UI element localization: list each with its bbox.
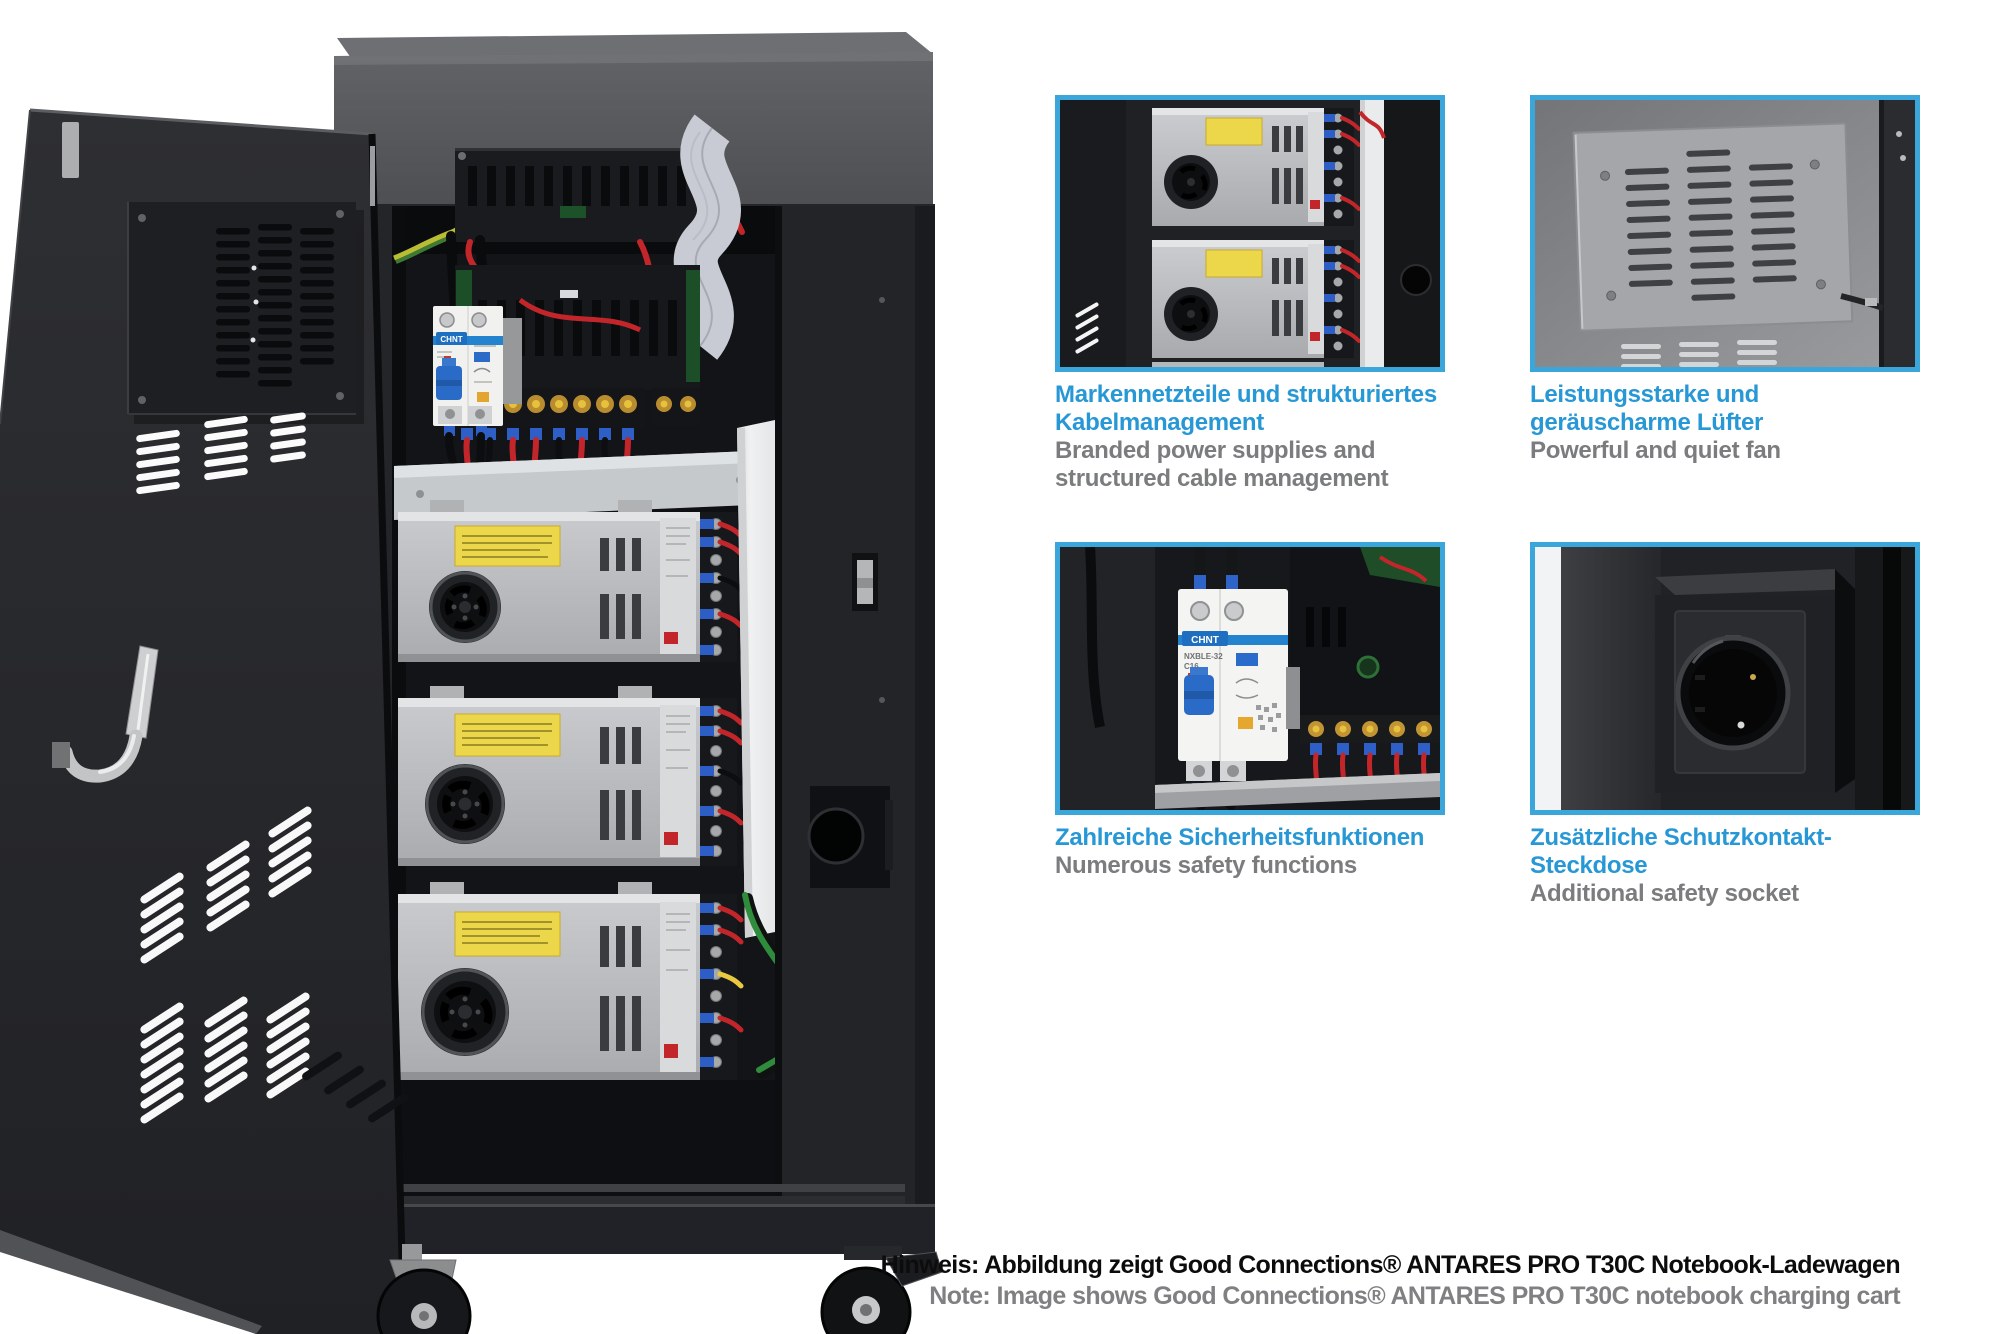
breaker-rating-label: C16 [1184, 662, 1199, 671]
door-hinge-pin [370, 146, 375, 206]
floor-sill [362, 1080, 935, 1254]
feed-cable [446, 231, 460, 315]
breaker-device: CHNT NXBLE-32 C16 [1178, 547, 1300, 810]
cable-duct [737, 420, 775, 938]
cabinet-door [0, 108, 408, 1334]
feature-title-en: Branded power supplies and structured ca… [1055, 437, 1389, 493]
door-vents-upper [136, 412, 306, 495]
feature-title-de: Zahlreiche Sicherheitsfunktionen [1055, 824, 1425, 851]
cabinet-interior: CHNT [392, 114, 814, 1200]
feature-fan: Leistungsstarke und geräuscharme Lüfter … [1530, 95, 1920, 465]
feature-power-supplies: Markennetzteile und strukturiertes Kabel… [1055, 95, 1445, 493]
main-cart-photo: CHNT [0, 32, 943, 1334]
top-distribution-box [455, 148, 700, 242]
note-line-de: Hinweis: Abbildung zeigt Good Connection… [880, 1251, 1901, 1279]
feature-safety: CHNT NXBLE-32 C16 [1055, 542, 1445, 880]
power-supply-2 [398, 686, 744, 866]
background-psu-box [1290, 547, 1440, 715]
door-fan-box [127, 202, 364, 424]
psu-closeup-2 [1152, 240, 1361, 358]
feature-title-de: Markennetzteile und strukturiertes Kabel… [1055, 381, 1437, 437]
ribbon-cable [673, 114, 741, 360]
caption-power-supplies: Markennetzteile und strukturiertes Kabel… [1055, 381, 1445, 493]
door-edge-hinge [62, 122, 79, 178]
feature-title-de: Zusätzliche Schutzkontakt- Steckdose [1530, 824, 1832, 880]
caster-left [376, 1244, 472, 1334]
feature-title-en: Powerful and quiet fan [1530, 437, 1781, 465]
note-line-en: Note: Image shows Good Connections® ANTA… [929, 1281, 1900, 1310]
fan-vent-plate [1572, 122, 1854, 332]
door-latch [52, 645, 159, 783]
circuit-breaker: CHNT [433, 306, 522, 472]
safety-socket-housing [807, 786, 893, 888]
breaker-model-label: NXBLE-32 [1184, 652, 1223, 661]
feature-title-de: Leistungsstarke und geräuscharme Lüfter [1530, 381, 1764, 437]
breaker-brand-label: CHNT [1191, 635, 1219, 646]
fuse-strip-background [1300, 715, 1440, 790]
psu-closeup-1 [1152, 108, 1361, 226]
qr-speckle [1256, 703, 1281, 732]
lower-door-vents [1621, 340, 1777, 367]
white-door-strip [1535, 547, 1561, 810]
feature-title-en: Additional safety socket [1530, 880, 1799, 908]
caster-right [820, 1246, 943, 1334]
power-supplies-illustration [1060, 100, 1440, 367]
caption-socket: Zusätzliche Schutzkontakt- Steckdose Add… [1530, 824, 1920, 908]
door-edge-background [1840, 100, 1915, 367]
caption-safety: Zahlreiche Sicherheitsfunktionen Numerou… [1055, 824, 1445, 880]
photo-fan [1530, 95, 1920, 372]
door-vents-diagonal [140, 806, 312, 1124]
latch-keeper [852, 553, 878, 611]
feature-socket: Zusätzliche Schutzkontakt- Steckdose Add… [1530, 542, 1920, 908]
fan-illustration [1535, 100, 1915, 367]
power-supply-1 [398, 500, 744, 662]
photo-socket [1530, 542, 1920, 815]
feature-title-en: Numerous safety functions [1055, 852, 1357, 880]
product-note: Hinweis: Abbildung zeigt Good Connection… [880, 1250, 1901, 1311]
door-bottom-edge [0, 1230, 262, 1334]
breaker-brand-label: CHNT [440, 335, 462, 344]
photo-power-supplies [1055, 95, 1445, 372]
power-supply-3 [398, 882, 744, 1080]
circuit-breaker-illustration: CHNT NXBLE-32 C16 [1060, 547, 1440, 810]
cabinet-right-frame [775, 206, 915, 1200]
socket-box [1655, 569, 1855, 793]
photo-breaker: CHNT NXBLE-32 C16 [1055, 542, 1445, 815]
door-bottom-hatch [302, 1051, 408, 1123]
socket-illustration [1535, 547, 1915, 810]
caption-fan: Leistungsstarke und geräuscharme Lüfter … [1530, 381, 1920, 465]
